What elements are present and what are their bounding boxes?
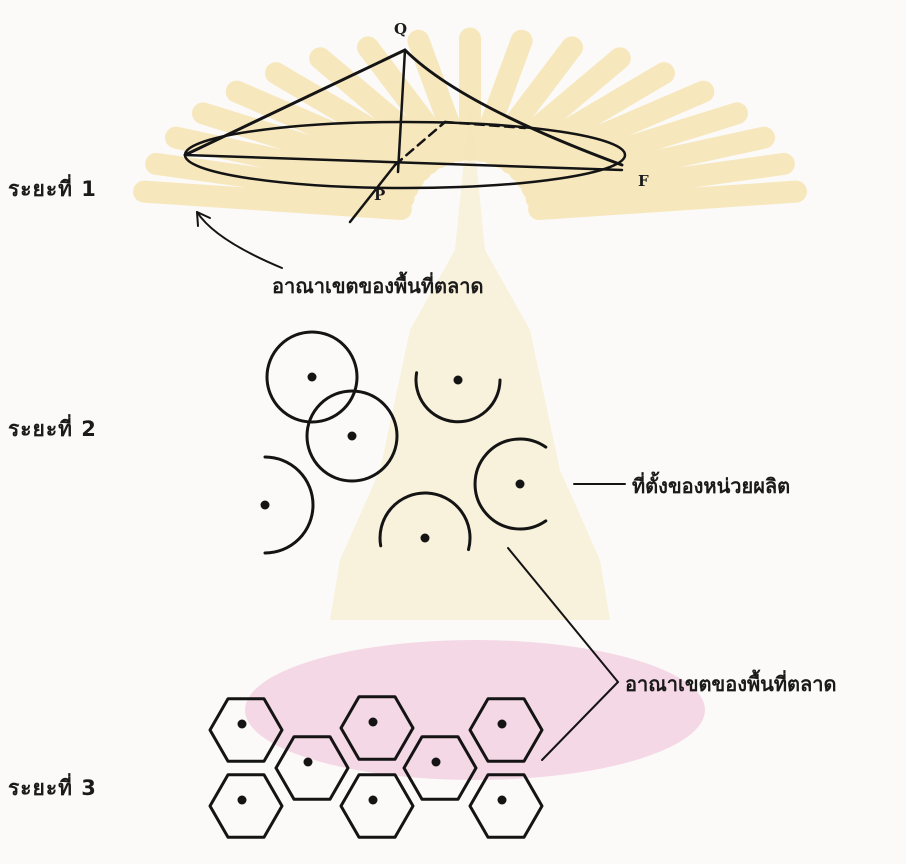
base-line-pf: [185, 155, 622, 170]
production-market-arc: [475, 439, 546, 529]
cone-edge-left: [185, 50, 405, 155]
production-site-annotation: ที่ตั้งของหน่วยผลิต: [632, 470, 790, 502]
market-area-pointer-lower: [542, 682, 618, 760]
stage-1-cone-diagram: [185, 50, 625, 268]
production-site-dot: [454, 376, 463, 385]
production-site-dot: [516, 480, 525, 489]
market-hexagon: [210, 775, 282, 837]
cone-edge-right: [405, 50, 622, 165]
point-q-label: Q: [394, 20, 407, 38]
production-site-dot: [348, 432, 357, 441]
market-hexagon: [470, 699, 542, 761]
production-site-dot: [498, 796, 507, 805]
production-site-dot: [304, 758, 313, 767]
production-site-dot: [261, 501, 270, 510]
production-market-arc: [265, 457, 313, 553]
market-area-annotation-1: อาณาเขตของพื้นที่ตลาด: [272, 270, 483, 302]
point-f-label: F: [638, 172, 649, 190]
market-hexagon: [404, 737, 476, 799]
base-chord-dashed: [395, 122, 445, 165]
production-site-dot: [238, 720, 247, 729]
production-site-dot: [432, 758, 441, 767]
market-area-arrow: [197, 212, 282, 268]
market-area-pointer-upper: [508, 548, 618, 682]
market-hexagon: [341, 697, 413, 759]
production-site-dot: [238, 796, 247, 805]
market-hexagon: [341, 775, 413, 837]
stage-1-label: ระยะที่ 1: [8, 173, 97, 206]
market-area-annotation-2: อาณาเขตของพื้นที่ตลาด: [625, 668, 836, 700]
production-site-dot: [308, 373, 317, 382]
cone-axis-qp: [398, 50, 405, 172]
base-chord-lower: [350, 165, 395, 222]
market-base-ellipse: [185, 122, 625, 188]
market-hexagon: [210, 699, 282, 761]
stage-3-label: ระยะที่ 3: [8, 772, 97, 805]
market-hexagon: [470, 775, 542, 837]
production-site-dot: [498, 720, 507, 729]
stage-2-label: ระยะที่ 2: [8, 413, 97, 446]
market-hexagon: [276, 737, 348, 799]
stage-3-hexagons: [210, 697, 542, 837]
production-site-dot: [369, 796, 378, 805]
production-site-dot: [369, 718, 378, 727]
point-p-label: P: [374, 186, 385, 204]
production-site-dot: [421, 534, 430, 543]
stage-2-circles: [261, 332, 546, 553]
